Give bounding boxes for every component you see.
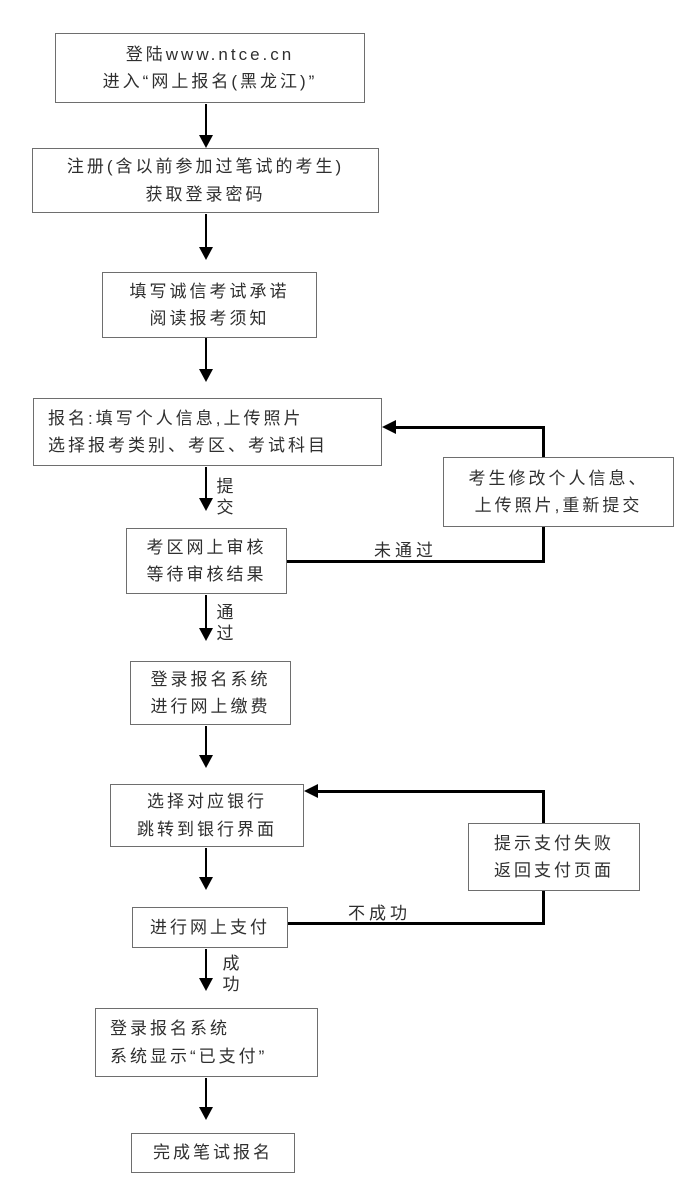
node-paid-line2: 系统显示“已支付” bbox=[110, 1046, 268, 1066]
arrowhead-left-icon bbox=[304, 784, 318, 798]
node-payment-line1: 进行网上支付 bbox=[150, 917, 270, 937]
node-pay-fail-box: 提示支付失败 返回支付页面 bbox=[468, 823, 640, 891]
edge-label-submit: 提交 bbox=[216, 477, 234, 517]
arrowhead-down-icon bbox=[199, 628, 213, 641]
arrow-payment-to-paid bbox=[199, 949, 213, 991]
node-bank-line2: 跳转到银行界面 bbox=[137, 819, 277, 839]
connector-pay-fail-up bbox=[542, 792, 545, 823]
node-apply-line2: 选择报考类别、考区、考试科目 bbox=[48, 436, 328, 455]
node-pay-fail-line2: 返回支付页面 bbox=[494, 861, 614, 880]
arrow-pay-login-to-bank bbox=[199, 726, 213, 768]
node-modify-box: 考生修改个人信息、 上传照片,重新提交 bbox=[443, 457, 674, 527]
arrow-paid-to-done bbox=[199, 1078, 213, 1120]
node-paid-box: 登录报名系统 系统显示“已支付” bbox=[95, 1008, 318, 1077]
node-register-box: 注册(含以前参加过笔试的考生) 获取登录密码 bbox=[32, 148, 379, 213]
node-pay-login-line1: 登录报名系统 bbox=[150, 669, 271, 689]
arrow-review-to-pay-login bbox=[199, 595, 213, 641]
arrowhead-down-icon bbox=[199, 369, 213, 382]
edge-label-pass: 通过 bbox=[216, 603, 234, 643]
arrow-shaft bbox=[205, 338, 207, 369]
arrow-shaft bbox=[205, 104, 207, 135]
edge-label-success: 成功 bbox=[222, 954, 240, 994]
arrow-shaft bbox=[205, 1078, 207, 1107]
node-login-line2: 进入“网上报名(黑龙江)” bbox=[102, 72, 318, 91]
node-payment-box: 进行网上支付 bbox=[132, 907, 288, 948]
arrowhead-down-icon bbox=[199, 877, 213, 890]
node-review-line1: 考区网上审核 bbox=[146, 537, 267, 557]
connector-up-to-modify bbox=[542, 527, 545, 563]
arrow-promise-to-apply bbox=[199, 338, 213, 382]
node-pay-fail-line1: 提示支付失败 bbox=[494, 833, 614, 853]
connector-payment-out bbox=[288, 922, 545, 925]
arrowhead-down-icon bbox=[199, 247, 213, 260]
node-pay-login-line2: 进行网上缴费 bbox=[150, 697, 271, 716]
node-pay-login-box: 登录报名系统 进行网上缴费 bbox=[130, 661, 291, 725]
arrowhead-down-icon bbox=[199, 135, 213, 148]
arrow-apply-to-review bbox=[199, 467, 213, 511]
connector-back-to-apply bbox=[396, 426, 545, 429]
node-promise-line2: 阅读报考须知 bbox=[149, 309, 270, 328]
node-done-line1: 完成笔试报名 bbox=[153, 1143, 273, 1163]
arrow-shaft bbox=[205, 848, 207, 877]
connector-back-to-bank bbox=[318, 790, 545, 793]
node-apply-line1: 报名:填写个人信息,上传照片 bbox=[48, 408, 304, 428]
node-review-line2: 等待审核结果 bbox=[146, 565, 267, 584]
node-modify-line1: 考生修改个人信息、 bbox=[468, 468, 649, 488]
node-done-box: 完成笔试报名 bbox=[131, 1133, 295, 1173]
node-review-box: 考区网上审核 等待审核结果 bbox=[126, 528, 287, 594]
node-apply-box: 报名:填写个人信息,上传照片 选择报考类别、考区、考试科目 bbox=[33, 398, 382, 466]
node-promise-box: 填写诚信考试承诺 阅读报考须知 bbox=[102, 272, 317, 338]
edge-label-not-pass: 未通过 bbox=[374, 541, 437, 560]
arrowhead-down-icon bbox=[199, 755, 213, 768]
arrow-register-to-promise bbox=[199, 214, 213, 260]
arrowhead-down-icon bbox=[199, 1107, 213, 1120]
arrow-shaft bbox=[205, 949, 207, 978]
node-register-line1: 注册(含以前参加过笔试的考生) bbox=[66, 157, 345, 177]
node-register-line2: 获取登录密码 bbox=[145, 184, 266, 204]
node-login-box: 登陆www.ntce.cn 进入“网上报名(黑龙江)” bbox=[55, 33, 365, 103]
arrow-shaft bbox=[205, 595, 207, 628]
arrow-shaft bbox=[205, 467, 207, 498]
arrow-login-to-register bbox=[199, 104, 213, 148]
node-paid-line1: 登录报名系统 bbox=[110, 1019, 230, 1039]
arrowhead-down-icon bbox=[199, 978, 213, 991]
node-bank-box: 选择对应银行 跳转到银行界面 bbox=[110, 784, 304, 847]
node-bank-line1: 选择对应银行 bbox=[147, 792, 267, 812]
connector-review-out bbox=[287, 560, 545, 563]
node-login-line1: 登陆www.ntce.cn bbox=[125, 44, 295, 64]
edge-label-not-success: 不成功 bbox=[348, 904, 411, 923]
arrow-shaft bbox=[205, 214, 207, 247]
connector-modify-up bbox=[542, 429, 545, 457]
connector-up-to-pay-fail bbox=[542, 891, 545, 925]
arrow-bank-to-payment bbox=[199, 848, 213, 890]
arrow-shaft bbox=[205, 726, 207, 755]
node-promise-line1: 填写诚信考试承诺 bbox=[129, 281, 290, 301]
arrowhead-down-icon bbox=[199, 498, 213, 511]
node-modify-line2: 上传照片,重新提交 bbox=[474, 496, 643, 515]
arrowhead-left-icon bbox=[382, 420, 396, 434]
